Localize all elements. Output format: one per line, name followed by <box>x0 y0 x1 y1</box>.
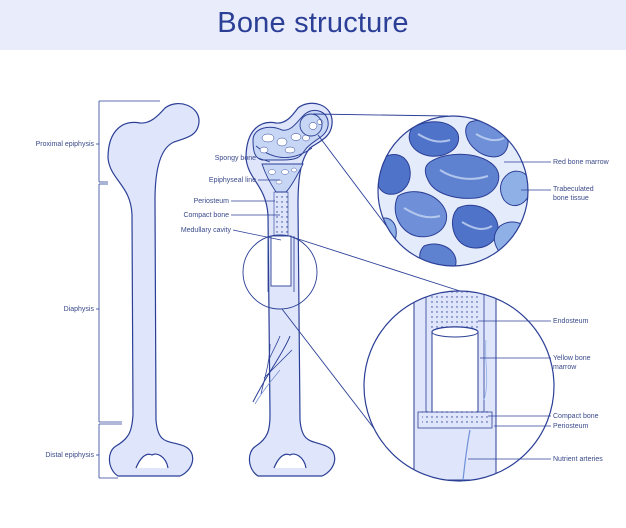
left-femur <box>107 103 200 477</box>
label-epiphyseal-line: Epiphyseal line <box>209 177 256 184</box>
top-right-leader-lines <box>504 161 551 191</box>
label-yellow-marrow-1: Yellow bone <box>553 355 591 362</box>
label-spongy-bone: Spongy bone <box>215 155 256 162</box>
trabecular-magnifier <box>377 115 529 267</box>
label-periosteum-left: Periosteum <box>194 198 230 205</box>
label-nutrient-arteries: Nutrient arteries <box>553 456 603 463</box>
label-trabeculated-1: Trabeculated <box>553 186 594 193</box>
label-yellow-marrow-2: marrow <box>553 364 577 371</box>
label-red-bone-marrow: Red bone marrow <box>553 159 610 166</box>
page-title: Bone structure <box>217 7 409 39</box>
label-endosteum: Endosteum <box>553 318 589 325</box>
left-brackets <box>96 100 160 479</box>
label-trabeculated-2: bone tissue <box>553 195 589 202</box>
title-bar: Bone structure <box>0 0 626 50</box>
label-distal-epiphysis: Distal epiphysis <box>45 452 94 459</box>
label-proximal-epiphysis: Proximal epiphysis <box>36 141 95 148</box>
label-periosteum-right: Periosteum <box>553 423 589 430</box>
label-medullary-cavity: Medullary cavity <box>181 227 232 234</box>
label-compact-bone-left: Compact bone <box>183 212 229 219</box>
middle-leader-lines <box>231 157 282 241</box>
sectioned-femur <box>245 102 336 477</box>
label-diaphysis: Diaphysis <box>64 306 95 313</box>
label-compact-bone-right: Compact bone <box>553 413 599 420</box>
bottom-right-leader-lines <box>468 320 551 460</box>
shaft-magnifier <box>363 290 555 482</box>
